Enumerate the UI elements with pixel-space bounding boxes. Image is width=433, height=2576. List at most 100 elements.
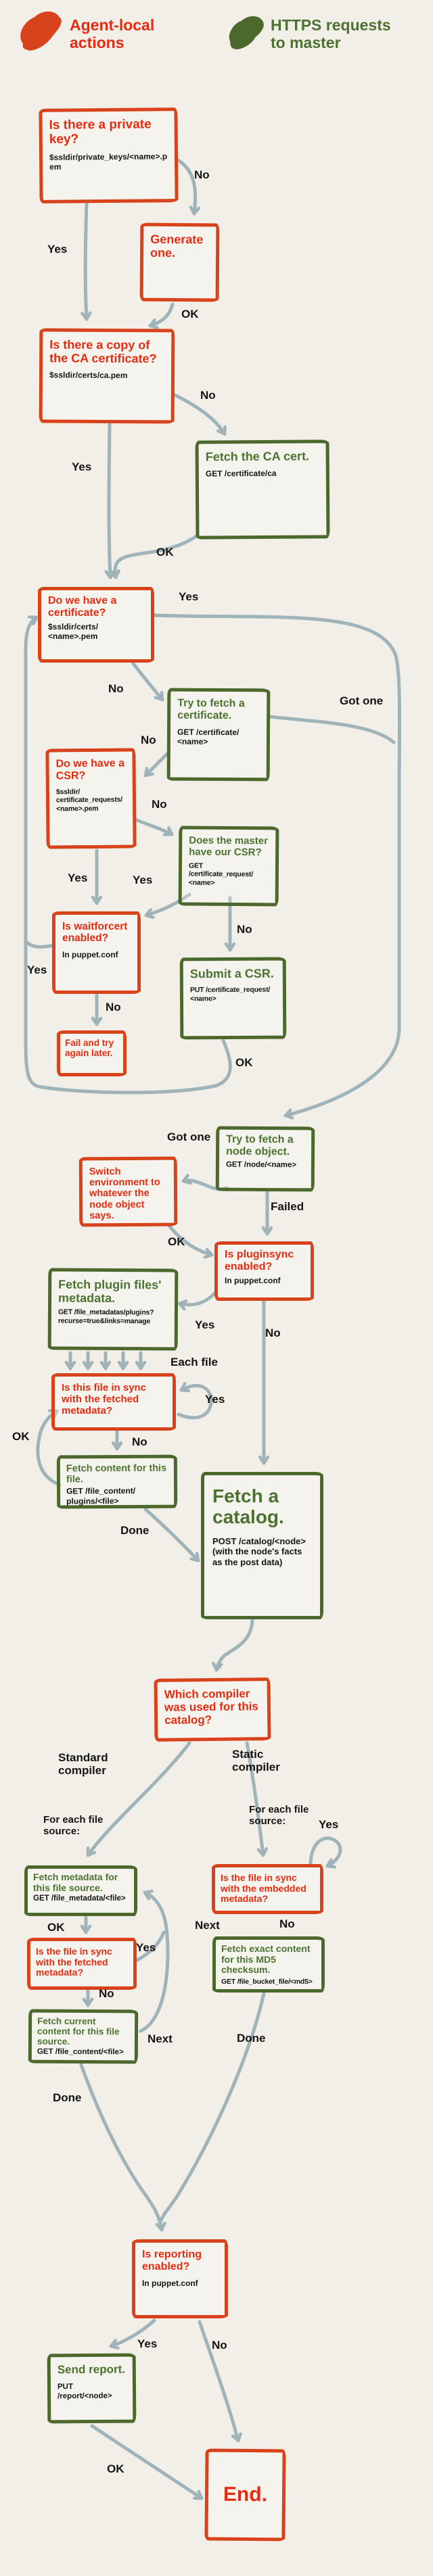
- node-title: Is waitforcert enabled?: [62, 921, 128, 945]
- edge-label: Done: [237, 2032, 266, 2045]
- edge-label: Standard compiler: [58, 1751, 108, 1777]
- node-master-have-csr: Does the master have our CSR? GET /certi…: [178, 826, 279, 907]
- node-sub: In puppet.conf: [62, 949, 118, 959]
- edge-label: Yes: [68, 872, 88, 884]
- node-title: Try to fetch a certificate.: [177, 697, 245, 722]
- node-sub: GET /certificate_request/ <name>: [188, 861, 253, 887]
- node-title: Fetch metadata for this file source.: [33, 1871, 118, 1893]
- edge-label: No: [106, 1001, 121, 1013]
- node-switch-env: Switch environment to whatever the node …: [78, 1156, 178, 1227]
- node-generate-one: Generate one.: [139, 222, 220, 302]
- edge-label: Done: [53, 2091, 82, 2104]
- node-title: Is reporting enabled?: [142, 2249, 202, 2272]
- node-fetch-ca-cert: Fetch the CA cert. GET /certificate/ca: [195, 439, 330, 540]
- node-title: Is this file in sync with the fetched me…: [62, 1382, 147, 1416]
- edge-label: Yes: [136, 1941, 156, 1954]
- edge-label: OK: [168, 1235, 185, 1248]
- edge-label: Yes: [205, 1393, 225, 1406]
- node-title: Switch environment to whatever the node …: [89, 1166, 160, 1222]
- node-title: Fetch a catalog.: [212, 1485, 284, 1527]
- edge-label: No: [141, 734, 156, 746]
- edge-label: No: [108, 682, 124, 695]
- node-sub: GET /file_metadata/<file>: [33, 1894, 126, 1903]
- node-ca-cert-copy: Is there a copy of the CA certificate? $…: [39, 328, 175, 424]
- node-pluginsync: Is pluginsync enabled? In puppet.conf: [214, 1241, 314, 1301]
- node-file-sync-fetched-each: Is this file in sync with the fetched me…: [51, 1373, 176, 1431]
- node-try-fetch-cert: Try to fetch a certificate. GET /certifi…: [166, 688, 271, 782]
- edge-label: No: [194, 168, 210, 181]
- edge-label: Yes: [47, 243, 68, 256]
- node-title: Do we have a CSR?: [55, 757, 124, 782]
- node-sub: $ssldir/certs/ <name>.pem: [48, 621, 99, 642]
- node-end: End.: [204, 2448, 286, 2542]
- edge-label: No: [99, 1987, 114, 2000]
- node-sub: PUT /certificate_request/ <name>: [189, 985, 271, 1003]
- node-sub: In puppet.conf: [225, 1275, 281, 1285]
- edge-label: Next: [195, 1919, 220, 1932]
- node-sub: GET /certificate/ <name>: [177, 727, 240, 747]
- agent-actions-icon: [20, 11, 62, 51]
- node-title: End.: [223, 2483, 268, 2506]
- edge-label: Yes: [137, 2337, 158, 2350]
- node-fetch-current-content: Fetch current content for this file sour…: [28, 2009, 139, 2064]
- node-title: Fetch current content for this file sour…: [37, 2016, 120, 2047]
- node-title: Submit a CSR.: [189, 966, 274, 981]
- node-sub: GET /node/<name>: [225, 1160, 297, 1170]
- edge-label: Yes: [319, 1818, 339, 1831]
- node-title: Is the file in sync with the embedded me…: [221, 1872, 306, 1905]
- edge-label: Next: [147, 2032, 173, 2045]
- node-sub: $ssldir/private_keys/<name>.pem: [49, 151, 168, 172]
- node-sub: GET /file_metadatas/plugins? recurse=tru…: [58, 1308, 154, 1326]
- node-title: Fetch exact content for this MD5 checksu…: [221, 1943, 311, 1976]
- node-sub: PUT /report/<node>: [57, 2383, 112, 2401]
- edge-label: No: [200, 389, 216, 402]
- node-title: Do we have a certificate?: [48, 595, 117, 619]
- node-sub: In puppet.conf: [142, 2278, 198, 2288]
- node-which-compiler: Which compiler was used for this catalog…: [154, 1677, 271, 1742]
- edge-label: Got one: [340, 694, 384, 707]
- node-reporting: Is reporting enabled? In puppet.conf: [132, 2239, 228, 2318]
- node-title: Which compiler was used for this catalog…: [164, 1687, 258, 1727]
- edge-label: No: [212, 2339, 227, 2352]
- node-title: Fetch the CA cert.: [205, 449, 310, 464]
- node-sub: $ssldir/certs/ca.pem: [49, 370, 128, 381]
- edge-label: Yes: [27, 963, 47, 976]
- node-title: Try to fetch a node object.: [226, 1133, 294, 1158]
- node-sub: GET /file_bucket_file/<md5>: [221, 1978, 313, 1986]
- node-file-sync-embedded: Is the file in sync with the embedded me…: [212, 1864, 323, 1914]
- node-title: Fetch content for this file.: [66, 1462, 167, 1485]
- edge-label: No: [152, 798, 167, 811]
- edge-label: Each file: [170, 1356, 218, 1368]
- node-have-csr: Do we have a CSR? $ssldir/ certificate_r…: [45, 748, 137, 849]
- node-sub: POST /catalog/<node> (with the node's fa…: [212, 1535, 306, 1567]
- edge-label: No: [265, 1327, 281, 1339]
- node-fetch-meta-source: Fetch metadata for this file source. GET…: [24, 1865, 137, 1916]
- node-fetch-exact-md5: Fetch exact content for this MD5 checksu…: [212, 1936, 325, 1993]
- edge-label: No: [132, 1435, 147, 1448]
- node-private-key: Is there a private key? $ssldir/private_…: [39, 108, 179, 204]
- node-title: Generate one.: [150, 232, 204, 260]
- agent-legend-label: Agent-local actions: [70, 16, 155, 51]
- node-title: Is there a private key?: [49, 117, 152, 147]
- node-fetch-catalog: Fetch a catalog. POST /catalog/<node> (w…: [201, 1472, 323, 1619]
- node-title: Does the master have our CSR?: [189, 834, 269, 859]
- node-sub: GET /file_content/ plugins/<file>: [66, 1486, 136, 1506]
- edge-label: For each file source:: [43, 1814, 104, 1837]
- node-file-sync-fetched-src: Is the file in sync with the fetched met…: [27, 1938, 137, 1990]
- node-send-report: Send report. PUT /report/<node>: [47, 2353, 137, 2424]
- node-fetch-content-file: Fetch content for this file. GET /file_c…: [56, 1454, 178, 1509]
- node-title: Fail and try again later.: [65, 1038, 114, 1059]
- edge-label: OK: [235, 1056, 253, 1069]
- node-title: Send report.: [57, 2362, 125, 2377]
- https-requests-icon: [229, 16, 264, 49]
- edge-label: OK: [181, 308, 199, 320]
- node-sub: GET /certificate/ca: [205, 469, 277, 479]
- node-sub: $ssldir/ certificate_requests/ <name>.pe…: [55, 787, 123, 813]
- edge-label: Yes: [179, 590, 199, 603]
- node-submit-csr: Submit a CSR. PUT /certificate_request/ …: [179, 957, 287, 1040]
- edge-label: Got one: [167, 1130, 211, 1143]
- edge-label: OK: [107, 2462, 124, 2475]
- node-title: Is there a copy of the CA certificate?: [49, 337, 157, 366]
- node-title: Is the file in sync with the fetched met…: [36, 1946, 112, 1978]
- edge-label: OK: [47, 1921, 65, 1934]
